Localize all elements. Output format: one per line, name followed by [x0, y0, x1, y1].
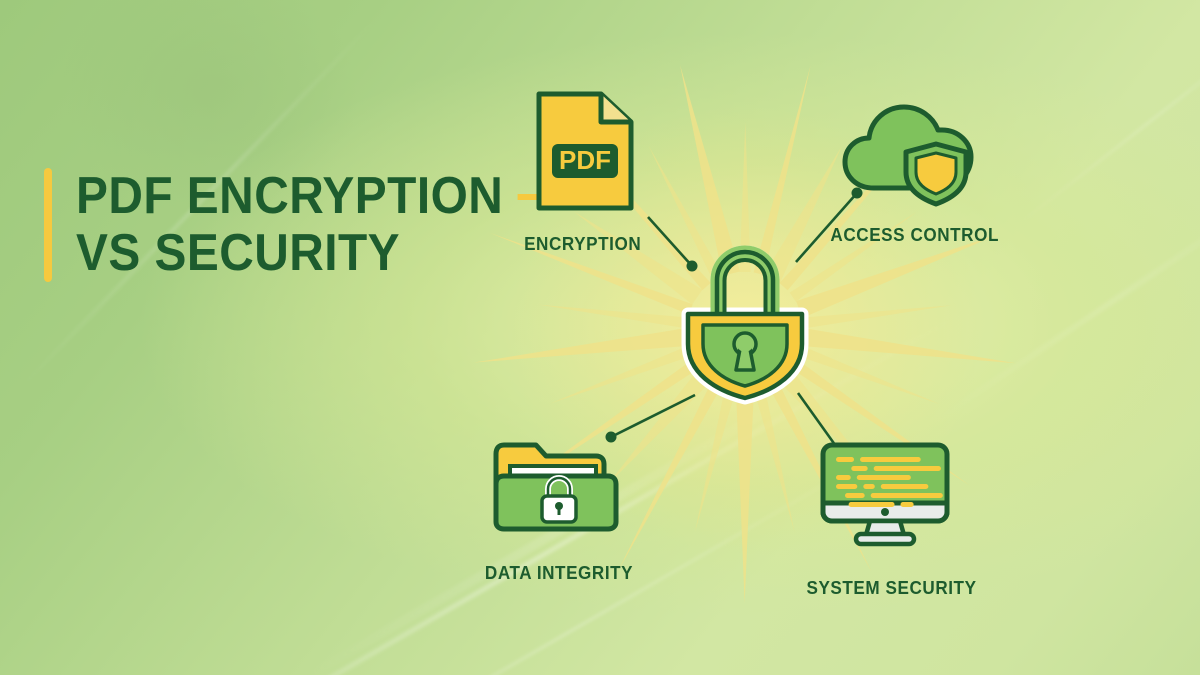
code-line-segment: [900, 502, 914, 507]
connector-access-control-dot: [851, 187, 863, 199]
title-line-1: PDF ENCRYPTION: [76, 167, 504, 225]
pdf-badge-text: PDF: [559, 145, 611, 175]
sunburst-ray: [767, 378, 872, 572]
padlock-shield-icon: [681, 245, 809, 405]
code-line-segment: [870, 493, 943, 498]
sunburst-ray: [764, 145, 842, 283]
title-line-2: VS SECURITY: [76, 224, 401, 282]
folder-lock-icon: [493, 442, 619, 532]
sunburst-ray: [617, 378, 723, 572]
code-line-segment: [860, 457, 921, 462]
connector-data-integrity: [610, 393, 696, 439]
node-label-access-control: ACCESS CONTROL: [830, 225, 999, 245]
sunburst-ray: [648, 145, 723, 282]
pdf-document-icon: PDF: [536, 91, 634, 211]
title-block: PDF ENCRYPTION VS SECURITY: [44, 168, 602, 282]
connector-access-control: [795, 192, 858, 263]
monitor-code-icon: [820, 442, 950, 547]
code-line-segment: [836, 475, 851, 480]
code-line-segment: [873, 466, 941, 471]
node-label-system-security: SYSTEM SECURITY: [806, 578, 977, 598]
sunburst-ray: [797, 345, 940, 405]
node-system-security[interactable]: [818, 440, 952, 552]
code-line-segment: [863, 484, 875, 489]
sunburst-ray: [801, 305, 952, 329]
sunburst-ray: [520, 358, 701, 485]
sunburst-ray: [473, 327, 689, 363]
sunburst-ray: [796, 233, 1001, 318]
sunburst-ray: [606, 367, 714, 486]
sunburst-ray: [680, 64, 740, 276]
sunburst-ray: [550, 345, 693, 404]
code-line-segment: [848, 502, 895, 507]
sunburst-ray: [735, 387, 754, 603]
sunburst-ray: [489, 232, 693, 315]
connector-data-integrity-dot: [605, 431, 617, 443]
center-node-padlock[interactable]: [672, 232, 818, 405]
code-line-segment: [845, 493, 865, 498]
node-data-integrity[interactable]: [490, 434, 622, 536]
sunburst-rays: [473, 64, 1016, 603]
code-line-segment: [836, 484, 858, 489]
node-access-control[interactable]: [840, 100, 976, 207]
cloud-shield-icon: [842, 104, 974, 207]
node-encryption[interactable]: PDF: [533, 88, 637, 214]
sunburst-ray: [573, 211, 703, 305]
connector-encryption-dot: [686, 260, 698, 272]
page-title: PDF ENCRYPTION VS SECURITY: [76, 168, 560, 282]
sunburst-ray: [739, 122, 751, 273]
code-line-segment: [880, 484, 929, 489]
code-line-segment: [856, 475, 911, 480]
connector-encryption: [647, 216, 693, 267]
sunburst-ray: [694, 384, 737, 532]
code-lines: [836, 457, 943, 507]
sunburst-ray: [538, 304, 689, 329]
node-label-encryption: ENCRYPTION: [524, 234, 642, 254]
sunburst-ray: [789, 212, 917, 302]
sunburst-ray: [801, 328, 1016, 364]
code-line-segment: [851, 466, 868, 471]
node-label-data-integrity: DATA INTEGRITY: [484, 563, 634, 583]
connector-system-security: [796, 392, 840, 450]
yellow-accent-bar: [44, 168, 52, 282]
sunburst-ray: [753, 385, 795, 533]
title-line-1-row: PDF ENCRYPTION: [76, 168, 560, 225]
sunburst-ray: [753, 65, 811, 276]
code-line-segment: [836, 457, 855, 462]
